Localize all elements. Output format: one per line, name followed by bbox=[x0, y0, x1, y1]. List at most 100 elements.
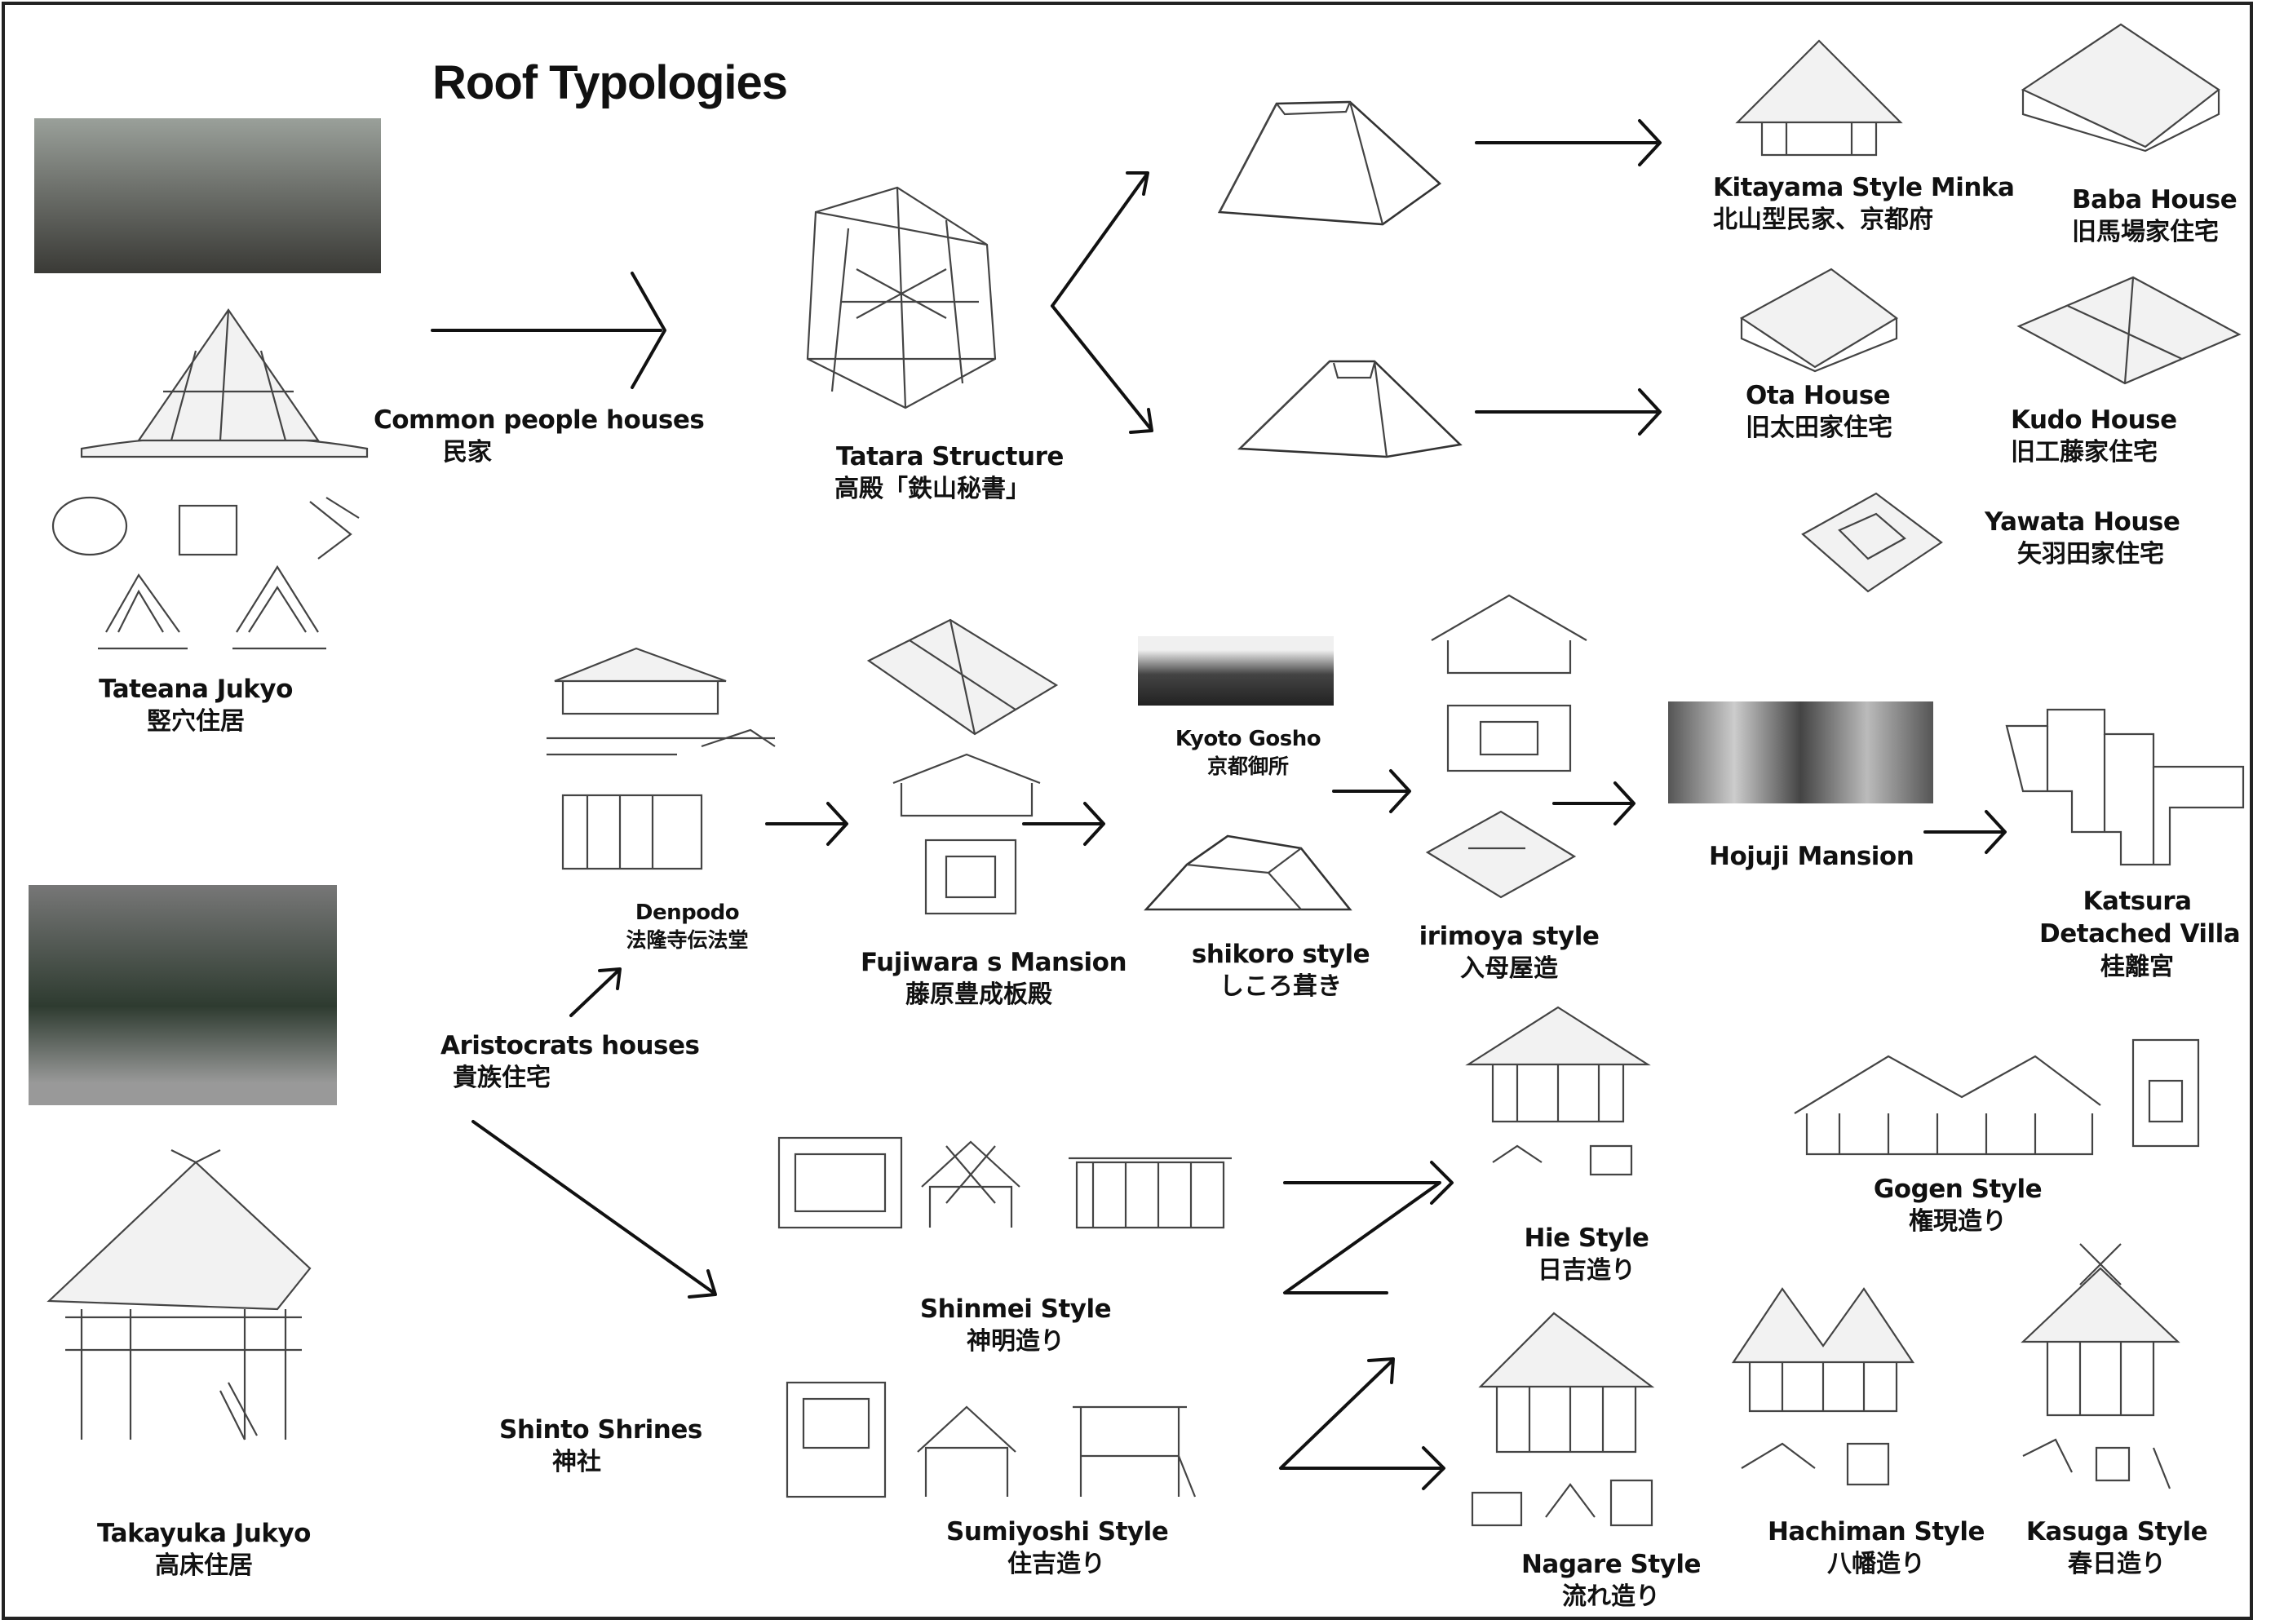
tateana-en: Tateana Jukyo bbox=[99, 675, 293, 704]
kasuga-jp: 春日造り bbox=[2068, 1550, 2166, 1579]
label-tatara: Tatara Structure 高殿「鉄山秘書」 bbox=[834, 440, 1064, 505]
denpodo-jp: 法隆寺伝法堂 bbox=[626, 927, 749, 952]
irimoya-plan-icon bbox=[1431, 594, 1587, 772]
kasuga-sketch-icon bbox=[2021, 1243, 2180, 1489]
arrow-hojuji-to-katsura bbox=[1923, 810, 2007, 854]
irimoya-roof-icon bbox=[1425, 810, 1577, 899]
common-en: Common people houses bbox=[374, 405, 705, 435]
hie-en: Hie Style bbox=[1524, 1224, 1649, 1253]
label-nagare: Nagare Style 流れ造り bbox=[1517, 1548, 1705, 1613]
sumiyoshi-jp: 住吉造り bbox=[1007, 1550, 1105, 1579]
shinto-jp: 神社 bbox=[552, 1448, 601, 1477]
arrow-irimoya-to-hojuji bbox=[1552, 781, 1636, 825]
label-fujiwara: Fujiwara s Mansion 藤原豊成板殿 bbox=[861, 946, 1127, 1011]
arrow-shinmei-to-hie bbox=[1283, 1161, 1454, 1294]
takayuka-jp: 高床住居 bbox=[155, 1551, 253, 1581]
tatara-jp: 高殿「鉄山秘書」 bbox=[834, 475, 1030, 504]
takayuka-en: Takayuka Jukyo bbox=[97, 1519, 311, 1548]
irimoya-en: irimoya style bbox=[1419, 922, 1600, 951]
kudo-en: Kudo House bbox=[2011, 405, 2177, 435]
tateana-sketch-icon bbox=[80, 308, 369, 458]
label-shikoro: shikoro style しころ葺き bbox=[1175, 938, 1387, 1002]
label-shinmei: Shinmei Style 神明造り bbox=[914, 1293, 1118, 1357]
label-tateana: Tateana Jukyo 竪穴住居 bbox=[69, 673, 322, 737]
katsura-en2: Detached Villa bbox=[2039, 919, 2241, 949]
ota-en: Ota House bbox=[1746, 381, 1891, 410]
arrow-aristocrats-to-denpodo bbox=[569, 967, 622, 1017]
shinmei-en: Shinmei Style bbox=[919, 1294, 1112, 1324]
gogen-sketch-icon bbox=[1794, 1038, 2200, 1156]
kasuga-en: Kasuga Style bbox=[2025, 1517, 2208, 1547]
nagare-sketch-icon bbox=[1471, 1312, 1655, 1527]
kudo-jp: 旧工藤家住宅 bbox=[2011, 438, 2158, 467]
arrow-fujiwara-to-kyoto bbox=[1022, 802, 1105, 846]
arrow-aristocrats-to-shinmei bbox=[471, 1120, 717, 1299]
roof-form-1-icon bbox=[1217, 100, 1442, 226]
yawata-sketch-icon bbox=[1801, 492, 1943, 593]
kyoto-gosho-photo bbox=[1138, 636, 1334, 706]
fujiwara-en: Fujiwara s Mansion bbox=[861, 948, 1127, 977]
shinto-en: Shinto Shrines bbox=[499, 1415, 702, 1445]
hachiman-jp: 八幡造り bbox=[1827, 1550, 1925, 1579]
baba-jp: 旧馬場家住宅 bbox=[2072, 218, 2219, 247]
label-kitayama: Kitayama Style Minka 北山型民家、京都府 bbox=[1713, 171, 2015, 236]
label-kasuga: Kasuga Style 春日造り bbox=[2015, 1516, 2219, 1580]
hie-sketch-icon bbox=[1465, 1006, 1651, 1176]
arrow-denpodo-to-fujiwara bbox=[765, 802, 848, 846]
hie-jp: 日吉造り bbox=[1538, 1256, 1636, 1285]
label-takayuka: Takayuka Jukyo 高床住居 bbox=[69, 1517, 339, 1582]
baba-en: Baba House bbox=[2072, 185, 2238, 215]
tatara-en: Tatara Structure bbox=[836, 442, 1064, 471]
katsura-plan-icon bbox=[2005, 708, 2245, 866]
common-jp: 民家 bbox=[443, 438, 492, 467]
gogen-jp: 権現造り bbox=[1909, 1207, 2007, 1237]
arrow-sumiyoshi-to-nagare bbox=[1279, 1357, 1445, 1490]
ota-sketch-icon bbox=[1739, 268, 1898, 373]
label-shinto: Shinto Shrines 神社 bbox=[499, 1414, 702, 1478]
label-sumiyoshi: Sumiyoshi Style 住吉造り bbox=[946, 1516, 1169, 1580]
hojuji-photo bbox=[1668, 701, 1933, 803]
baba-sketch-icon bbox=[2021, 23, 2220, 153]
ota-jp: 旧太田家住宅 bbox=[1746, 414, 1892, 443]
arrow-kyoto-to-irimoya bbox=[1332, 769, 1411, 813]
label-irimoya: irimoya style 入母屋造 bbox=[1415, 920, 1603, 985]
tateana-jp: 竪穴住居 bbox=[147, 707, 245, 737]
kitayama-sketch-icon bbox=[1735, 39, 1903, 157]
hachiman-sketch-icon bbox=[1731, 1287, 1915, 1486]
tateana-plans-icon bbox=[51, 496, 360, 650]
tateana-photo bbox=[34, 118, 381, 273]
gogen-en: Gogen Style bbox=[1873, 1175, 2043, 1204]
kudo-sketch-icon bbox=[2016, 276, 2242, 385]
label-hachiman: Hachiman Style 八幡造り bbox=[1766, 1516, 1986, 1580]
shikoro-en: shikoro style bbox=[1191, 940, 1370, 969]
takayuka-sketch-icon bbox=[46, 1149, 312, 1440]
kyotogosho-jp: 京都御所 bbox=[1206, 754, 1289, 778]
shinmei-jp: 神明造り bbox=[967, 1327, 1065, 1356]
label-aristocrats: Aristocrats houses 貴族住宅 bbox=[440, 1029, 700, 1094]
denpodo-sketch-icon bbox=[547, 647, 776, 870]
label-katsura: Katsura Detached Villa 桂離宮 bbox=[2039, 885, 2241, 983]
fujiwara-plan-icon bbox=[892, 753, 1041, 915]
aristocrats-jp: 貴族住宅 bbox=[453, 1064, 551, 1093]
arrow-common-to-tatara bbox=[431, 272, 666, 389]
takayuka-photo bbox=[29, 885, 337, 1105]
shinmei-sketch-icon bbox=[777, 1136, 1232, 1229]
diagram-title: Roof Typologies bbox=[432, 56, 788, 109]
label-ota: Ota House 旧太田家住宅 bbox=[1746, 379, 1892, 444]
nagare-jp: 流れ造り bbox=[1562, 1582, 1660, 1612]
arrow-tatara-fork bbox=[1051, 171, 1153, 434]
hojuji-en: Hojuji Mansion bbox=[1709, 842, 1914, 871]
tatara-sketch-icon bbox=[806, 186, 997, 409]
arrow-roof1-to-kitayama bbox=[1475, 119, 1662, 166]
shikoro-sketch-icon bbox=[1144, 834, 1352, 911]
label-hojuji: Hojuji Mansion bbox=[1709, 840, 1914, 873]
hachiman-en: Hachiman Style bbox=[1767, 1517, 1985, 1547]
label-yawata: Yawata House 矢羽田家住宅 bbox=[1985, 506, 2180, 570]
aristocrats-en: Aristocrats houses bbox=[440, 1031, 700, 1060]
irimoya-jp: 入母屋造 bbox=[1460, 954, 1558, 984]
label-kudo: Kudo House 旧工藤家住宅 bbox=[2011, 404, 2177, 468]
sumiyoshi-en: Sumiyoshi Style bbox=[946, 1517, 1169, 1547]
label-gogen: Gogen Style 権現造り bbox=[1864, 1173, 2052, 1237]
